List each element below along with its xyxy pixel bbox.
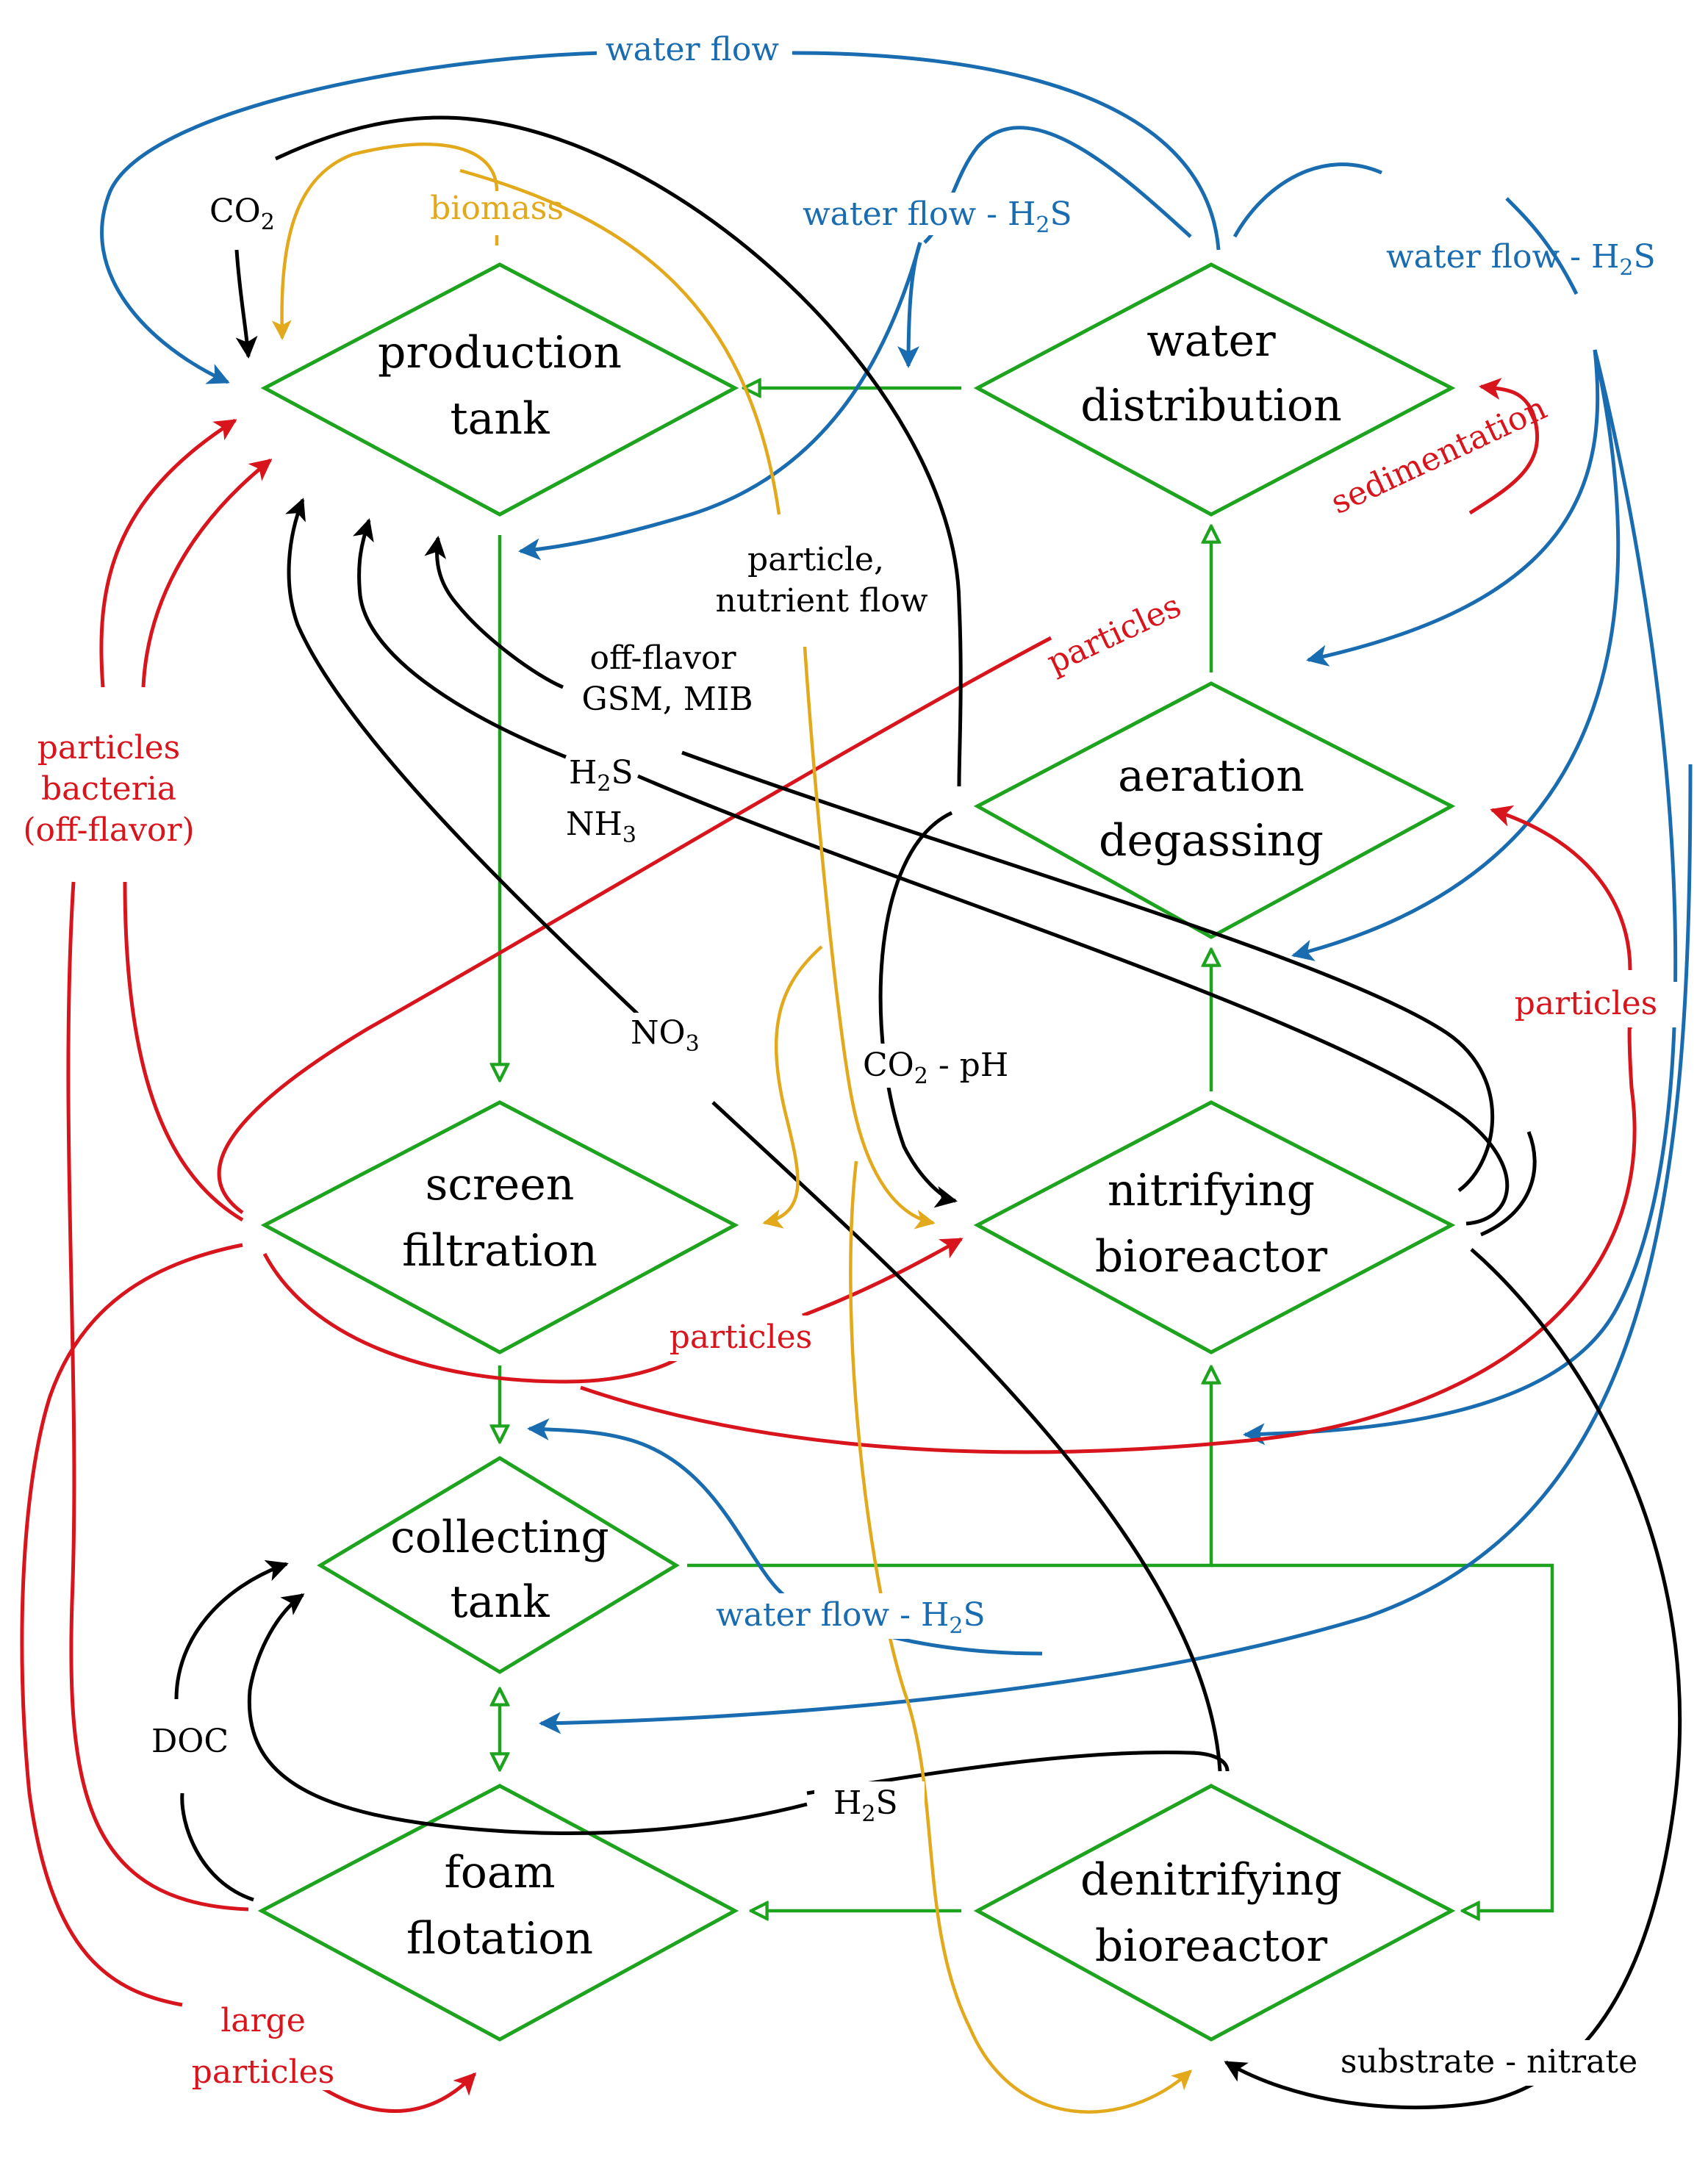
label-background bbox=[1507, 982, 1677, 1027]
label-large-particles-line-1: large bbox=[220, 2002, 306, 2039]
particle-curves bbox=[20, 378, 1637, 2114]
label-large-particles-line-2: particles bbox=[192, 2053, 335, 2091]
node-nitrifying-bioreactor: nitrifying bioreactor bbox=[973, 1100, 1456, 1354]
aeration-degassing-line-1: aeration bbox=[1118, 750, 1305, 802]
label-no3: NO3 bbox=[631, 1014, 700, 1057]
label-sedimentation: sedimentation bbox=[1325, 390, 1552, 522]
water-distribution-line-1: water bbox=[1147, 315, 1276, 367]
denitrifying-bioreactor-line-1: denitrifying bbox=[1080, 1854, 1342, 1906]
label-particle-nutrient-flow-line-2: nutrient flow bbox=[715, 582, 927, 620]
collecting-tank-line-1: collecting bbox=[390, 1512, 609, 1563]
node-screen-filtration: screen filtration bbox=[260, 1100, 739, 1354]
foam-flotation-line-1: foam bbox=[445, 1847, 556, 1898]
nutrient-curves bbox=[271, 143, 1192, 2114]
label-water-flow-h2s-right: water flow - H2S bbox=[1386, 238, 1656, 281]
label-particles-bacteria-line-3: (off-flavor) bbox=[23, 811, 194, 849]
label-h2s-upper: H2S bbox=[569, 754, 634, 797]
label-particles-upper: particles bbox=[1041, 587, 1187, 681]
screen-filtration-line-1: screen bbox=[426, 1159, 575, 1210]
node-foam-flotation: foam flotation bbox=[257, 1784, 739, 2042]
label-background bbox=[185, 1999, 347, 2090]
label-particles-bacteria-line-1: particles bbox=[37, 729, 181, 767]
node-denitrifying-bioreactor: denitrifying bioreactor bbox=[973, 1784, 1456, 2042]
label-off-flavor-line-1: off-flavor bbox=[589, 639, 736, 677]
label-co2-top: CO2 bbox=[209, 193, 275, 235]
node-water-distribution: water distribution bbox=[973, 262, 1456, 517]
water-distribution-line-2: distribution bbox=[1080, 380, 1342, 431]
label-particles-bacteria-line-2: bacteria bbox=[41, 770, 176, 808]
label-substrate-nitrate: substrate - nitrate bbox=[1341, 2043, 1637, 2081]
process-flow-arrows bbox=[500, 388, 1554, 1911]
label-co2-ph: CO2 - pH bbox=[863, 1047, 1008, 1089]
label-h2s-bottom: H2S bbox=[833, 1784, 898, 1827]
production-tank-line-2: tank bbox=[451, 393, 550, 445]
diagram-labels: water flow CO2 biomass water flow - H2S … bbox=[23, 26, 1677, 2091]
node-collecting-tank: collecting tank bbox=[317, 1456, 680, 1674]
nitrifying-bioreactor-line-1: nitrifying bbox=[1108, 1165, 1315, 1216]
node-aeration-degassing: aeration degassing bbox=[973, 681, 1456, 939]
label-doc: DOC bbox=[151, 1723, 229, 1760]
label-water-flow-top: water flow bbox=[606, 31, 779, 68]
label-background bbox=[146, 1720, 244, 1765]
screen-filtration-line-2: filtration bbox=[402, 1225, 598, 1277]
label-particles-middle: particles bbox=[670, 1318, 813, 1356]
chemistry-curves bbox=[174, 115, 1682, 2110]
denitrifying-bioreactor-line-2: bioreactor bbox=[1095, 1920, 1328, 1972]
flow-collecting-to-nitrifying bbox=[687, 1367, 1211, 1568]
label-water-flow-h2s-center: water flow - H2S bbox=[803, 195, 1072, 238]
label-off-flavor-line-2: GSM, MIB bbox=[581, 681, 753, 718]
label-background bbox=[1323, 2040, 1661, 2086]
node-production-tank: production tank bbox=[260, 262, 739, 517]
label-background bbox=[597, 26, 789, 69]
nitrifying-bioreactor-line-2: bioreactor bbox=[1095, 1231, 1328, 1282]
production-tank-line-1: production bbox=[378, 327, 622, 378]
label-background bbox=[857, 1044, 1027, 1088]
label-biomass: biomass bbox=[430, 190, 564, 227]
label-particle-nutrient-flow-line-1: particle, bbox=[747, 541, 884, 578]
foam-flotation-line-2: flotation bbox=[406, 1913, 593, 1964]
label-nh3: NH3 bbox=[566, 805, 636, 848]
label-background bbox=[622, 1013, 717, 1057]
water-flow-curves bbox=[100, 51, 1693, 1734]
flow-collecting-to-denitrifying bbox=[1211, 1563, 1554, 1911]
aeration-degassing-line-2: degassing bbox=[1099, 815, 1324, 866]
label-background bbox=[814, 1781, 925, 1827]
label-background bbox=[710, 1593, 1004, 1639]
label-background bbox=[794, 193, 1044, 235]
collecting-tank-line-2: tank bbox=[451, 1576, 550, 1628]
label-background bbox=[661, 1316, 819, 1361]
label-water-flow-h2s-bottom: water flow - H2S bbox=[716, 1596, 986, 1639]
label-particles-right: particles bbox=[1515, 985, 1658, 1022]
